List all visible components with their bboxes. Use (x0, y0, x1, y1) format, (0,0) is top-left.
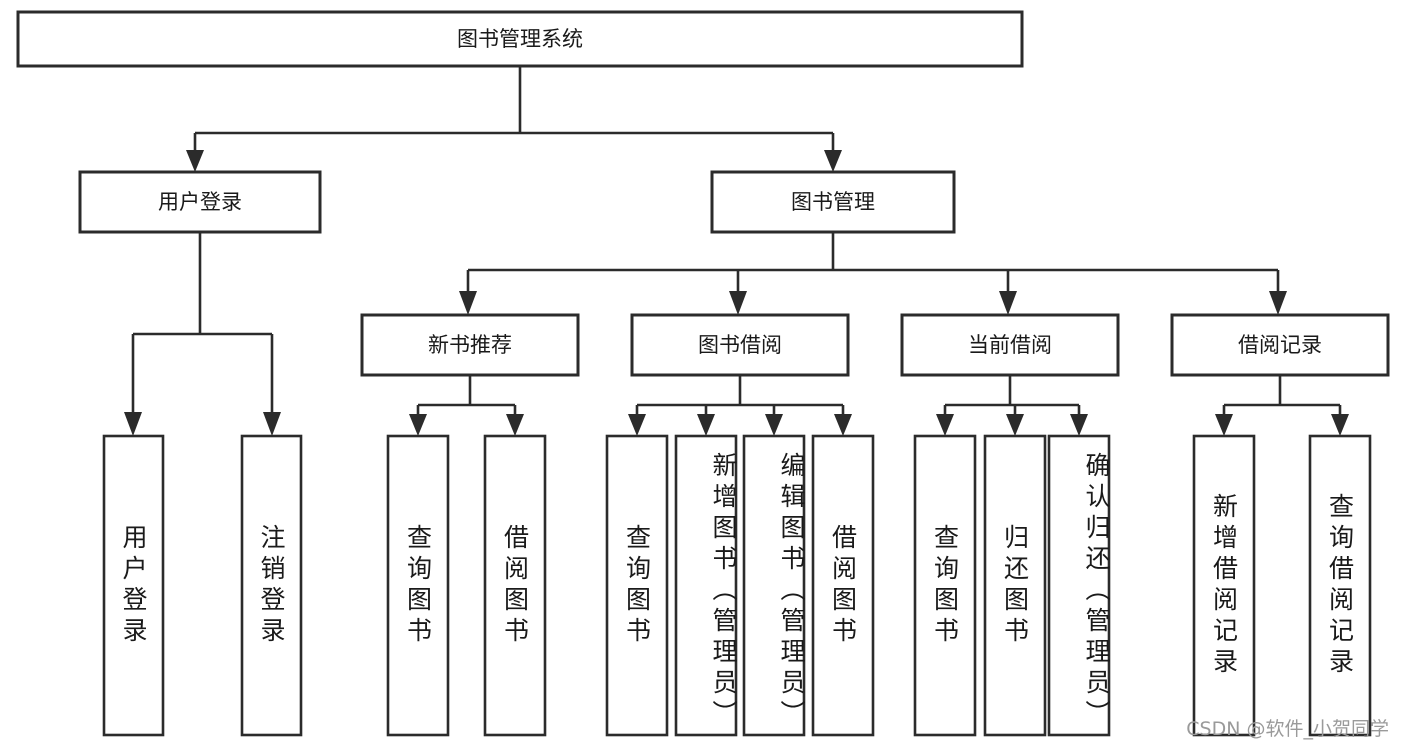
node-new-book-rec-box[interactable] (360, 313, 580, 377)
node-leaf-borrow-book-2-box[interactable] (811, 434, 875, 737)
node-user-login-box[interactable] (78, 170, 322, 234)
node-book-manage-box[interactable] (710, 170, 956, 234)
arrowhead-leaf-add-record (1215, 414, 1233, 436)
arrowhead-borrow-record (1269, 291, 1287, 315)
connector-group-borrow-record (1215, 375, 1349, 436)
node-leaf-add-record-box[interactable] (1192, 434, 1256, 737)
arrowhead-leaf-edit-book (765, 414, 783, 436)
node-leaf-query-book-2-box[interactable] (605, 434, 669, 737)
node-leaf-confirm-return-box[interactable] (1047, 434, 1111, 737)
arrowhead-book-manage (824, 150, 842, 172)
node-leaf-query-book-1-box[interactable] (386, 434, 450, 737)
node-current-borrow-box[interactable] (900, 313, 1120, 377)
node-leaf-user-logout-box[interactable] (240, 434, 303, 737)
connector-group-book-borrow (628, 375, 852, 436)
node-borrow-record-label: 借阅记录 (1238, 333, 1322, 357)
node-book-manage[interactable]: 图书管理 (710, 170, 956, 234)
arrowhead-leaf-user-logout (263, 412, 281, 436)
connector-group-root (186, 66, 842, 172)
node-root-box[interactable] (16, 10, 1024, 68)
node-book-borrow-label: 图书借阅 (698, 333, 782, 357)
node-new-book-rec[interactable]: 新书推荐 (360, 313, 580, 377)
node-leaf-query-book-3-box[interactable] (913, 434, 977, 737)
node-book-borrow-box[interactable] (630, 313, 850, 377)
arrowhead-user-login (186, 150, 204, 172)
arrowhead-leaf-add-book (697, 414, 715, 436)
node-leaf-query-record-box[interactable] (1308, 434, 1372, 737)
arrowhead-leaf-query-book-2 (628, 414, 646, 436)
arrowhead-leaf-confirm-return (1070, 414, 1088, 436)
connector-group-current-borrow (936, 375, 1088, 436)
arrowhead-new-book-rec (459, 291, 477, 315)
node-leaf-return-book-box[interactable] (983, 434, 1047, 737)
node-current-borrow[interactable]: 当前借阅 (900, 313, 1120, 377)
connector-group-user-login (124, 232, 281, 436)
connector-group-book-manage (459, 232, 1287, 315)
node-root[interactable]: 图书管理系统 (16, 10, 1024, 68)
node-book-manage-label: 图书管理 (791, 190, 875, 214)
connector-group-new-book-rec (409, 375, 524, 436)
arrowhead-leaf-query-book-3 (936, 414, 954, 436)
node-user-login[interactable]: 用户登录 (78, 170, 322, 234)
node-leaf-add-book-box[interactable] (674, 434, 738, 737)
node-leaf-user-login-box[interactable] (102, 434, 165, 737)
node-leaf-edit-book-box[interactable] (742, 434, 806, 737)
node-borrow-record[interactable]: 借阅记录 (1170, 313, 1390, 377)
arrowhead-leaf-return-book (1006, 414, 1024, 436)
node-user-login-label: 用户登录 (158, 190, 242, 214)
node-leaf-borrow-book-1-box[interactable] (483, 434, 547, 737)
arrowhead-leaf-user-login (124, 412, 142, 436)
arrowhead-current-borrow (999, 291, 1017, 315)
csdn-watermark: CSDN @软件_小贺同学 (1186, 718, 1389, 740)
node-current-borrow-label: 当前借阅 (968, 333, 1052, 357)
node-new-book-rec-label: 新书推荐 (428, 333, 512, 357)
arrowhead-leaf-query-record (1331, 414, 1349, 436)
arrowhead-leaf-borrow-book-1 (506, 414, 524, 436)
node-borrow-record-box[interactable] (1170, 313, 1390, 377)
node-book-borrow[interactable]: 图书借阅 (630, 313, 850, 377)
arrowhead-leaf-borrow-book-2 (834, 414, 852, 436)
arrowhead-leaf-query-book-1 (409, 414, 427, 436)
node-root-label: 图书管理系统 (457, 27, 583, 51)
arrowhead-book-borrow (729, 291, 747, 315)
